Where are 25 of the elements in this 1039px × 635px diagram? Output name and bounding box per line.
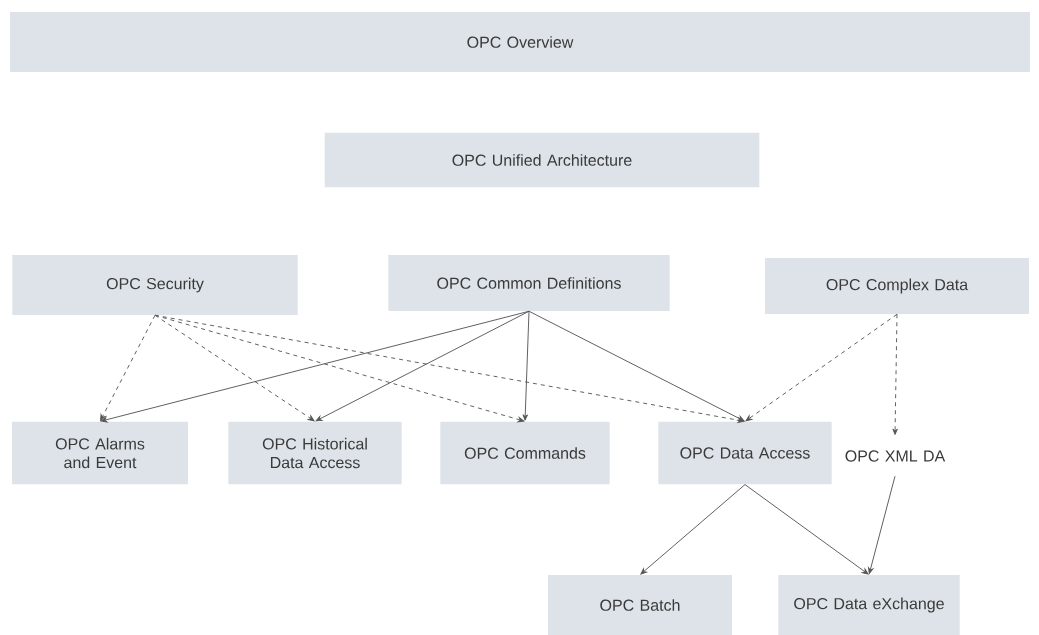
banner-box: OPC Overview — [10, 12, 1030, 72]
arrow — [640, 484, 746, 575]
arrow — [100, 310, 530, 423]
arrow — [154, 314, 745, 423]
arrow — [892, 313, 898, 435]
arrow — [744, 484, 869, 575]
arrow — [315, 310, 530, 422]
process-box: OPC Alarms and Event — [12, 421, 188, 485]
process-box: OPC Security — [12, 255, 298, 315]
arrow — [528, 310, 745, 422]
process-box: OPC Complex Data — [765, 258, 1029, 314]
arrow — [100, 314, 156, 421]
arrow — [154, 314, 315, 422]
arrow — [745, 313, 898, 422]
process-box: OPC Batch — [548, 575, 732, 635]
arrow — [522, 310, 530, 421]
process-box: OPC Commands — [440, 421, 610, 485]
node-text: OPC XML DA — [845, 450, 946, 462]
process-box: OPC Historical Data Access — [228, 421, 402, 485]
arrow — [154, 314, 525, 423]
process-box: OPC Unified Architecture — [324, 132, 760, 188]
arrow — [868, 475, 896, 574]
process-box: OPC Data Access — [658, 421, 832, 485]
process-box: OPC Common Definitions — [388, 255, 670, 311]
process-box: OPC Data eXchange — [778, 575, 960, 635]
